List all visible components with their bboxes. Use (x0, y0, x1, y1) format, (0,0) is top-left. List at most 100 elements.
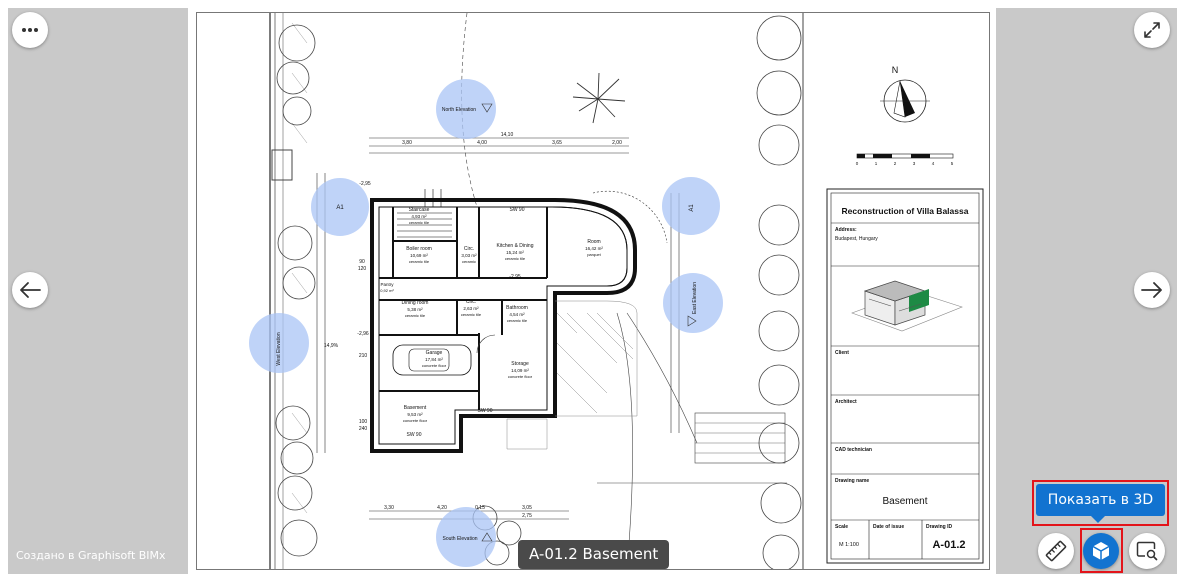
credit-text: Создано в Graphisoft BIMx (16, 549, 166, 562)
room-room-name: Room (587, 239, 600, 245)
fullscreen-button[interactable] (1134, 12, 1170, 48)
room-kitchen-name: Kitchen & Dining (497, 243, 534, 249)
project-title: Reconstruction of Villa Balassa (842, 206, 969, 216)
room-garage-name: Garage (426, 350, 443, 356)
dim-bot-a: 3,30 (384, 505, 394, 511)
room-staircase-finish: ceramic tile (409, 220, 430, 225)
drawing-id-value: A-01.2 (932, 539, 965, 551)
left-side-panel: Создано в Graphisoft BIMx (8, 8, 188, 574)
dim-sill-2: SW 90 (477, 408, 492, 414)
scale-tick-1: 1 (875, 161, 878, 166)
dim-top-d: 2,00 (612, 140, 622, 146)
dim-bot-d: 3,05 (522, 505, 532, 511)
previous-sheet-button[interactable] (12, 272, 48, 308)
room-room-finish: parquet (587, 252, 601, 257)
room-staircase-area: 4,93 m² (411, 214, 427, 219)
arrow-left-icon (19, 281, 41, 299)
scale-bar (856, 153, 954, 159)
room-pantry-area: 0,92 m² (380, 288, 394, 293)
date-label: Date of issue (873, 524, 904, 530)
room-garage-area: 17,84 m² (425, 357, 443, 362)
room-dining-name: Dining room (402, 300, 429, 306)
expand-icon (1143, 21, 1161, 39)
room-boiler-name: Boiler room (406, 246, 432, 252)
more-dots-icon (21, 27, 39, 33)
room-bathroom-finish: ceramic tile (507, 318, 528, 323)
elevation-west-marker[interactable]: West Elevation (249, 313, 309, 373)
dim-top-b: 4,00 (477, 140, 487, 146)
dim-level-2: -2,96 (357, 331, 369, 337)
address-label: Address: (835, 227, 857, 233)
elevation-north-marker[interactable]: North Elevation (436, 79, 496, 139)
more-options-button[interactable] (12, 12, 48, 48)
room-storage-area: 14,09 m² (511, 368, 529, 373)
elevation-west-label: West Elevation (276, 332, 282, 365)
scale-tick-5: 5 (951, 161, 954, 166)
room-circ1-finish: ceramic (462, 259, 476, 264)
right-side-panel (996, 8, 1177, 574)
dim-top-a: 3,80 (402, 140, 412, 146)
drawing-name-value: Basement (882, 496, 927, 507)
room-garage-finish: concrete floor (422, 363, 447, 368)
dim-total: 14,10 (501, 132, 514, 138)
zoom-to-area-button[interactable] (1129, 533, 1165, 569)
elevation-south-marker[interactable]: South Elevation (436, 507, 496, 567)
show-3d-button[interactable] (1083, 533, 1119, 569)
ruler-icon (1045, 540, 1067, 562)
room-kitchen-finish: ceramic tile (505, 256, 526, 261)
room-boiler-finish: ceramic tile (409, 259, 430, 264)
room-circ1-name: Circ. (464, 246, 474, 252)
client-label: Client (835, 350, 849, 356)
dim-bot-e: 2,75 (522, 513, 532, 519)
room-dining-finish: ceramic tile (405, 313, 426, 318)
tooltip-arrow (1091, 516, 1105, 523)
dim-small-3: 210 (359, 353, 368, 359)
dim-level-3: -2,95 (509, 274, 521, 280)
north-label: N (892, 65, 899, 75)
room-bathroom-name: Bathroom (506, 305, 528, 311)
drawing-sheet[interactable]: Staircase 4,93 m² ceramic tile Boiler ro… (196, 12, 990, 570)
dim-top-c: 3,65 (552, 140, 562, 146)
dim-small-5: 240 (359, 426, 368, 432)
dim-sill-1: SW 90 (509, 207, 524, 213)
room-bathroom-area: 4,54 m² (509, 312, 525, 317)
room-kitchen-area: 15,24 m² (506, 250, 524, 255)
room-circ1-area: 3,03 m² (461, 253, 477, 258)
architect-label: Architect (835, 399, 857, 405)
next-sheet-button[interactable] (1134, 272, 1170, 308)
arrow-right-icon (1141, 281, 1163, 299)
elevation-north-label: North Elevation (442, 107, 476, 113)
elevation-east-marker[interactable]: East Elevation (663, 273, 723, 333)
dim-bot-b: 4,20 (437, 505, 447, 511)
section-a1-left-marker[interactable]: A1 (311, 178, 369, 236)
room-boiler-area: 10,69 m² (410, 253, 428, 258)
room-storage-name: Storage (511, 361, 529, 367)
measure-button[interactable] (1038, 533, 1074, 569)
section-a1-right-marker[interactable]: A1 (662, 177, 720, 235)
cad-label: CAD technician (835, 447, 872, 453)
room-circ2-finish: ceramic tile (461, 312, 482, 317)
drawing-id-label: Drawing ID (926, 524, 953, 530)
building-3d-thumbnail (851, 280, 963, 332)
north-arrow: N (880, 65, 930, 123)
section-a1-left-label: A1 (336, 205, 344, 211)
room-dining-area: 5,38 m² (407, 307, 423, 312)
room-room-area: 16,42 m² (585, 246, 603, 251)
dim-level-1: -2,95 (359, 181, 371, 187)
dim-sill-3: SW 90 (406, 432, 421, 438)
sheet-name-label: A-01.2 Basement (518, 540, 670, 569)
scale-tick-0: 0 (856, 161, 859, 166)
scale-tick-2: 2 (894, 161, 897, 166)
room-circ2-name: Circ. (466, 299, 476, 305)
scale-tick-4: 4 (932, 161, 935, 166)
drawing-name-label: Drawing name (835, 478, 869, 484)
scale-label: Scale (835, 524, 848, 530)
dim-small-2: 120 (358, 266, 367, 272)
room-storage-finish: concrete floor (508, 374, 533, 379)
scale-value: M 1:100 (839, 542, 859, 548)
dim-small-1: 90 (359, 259, 365, 265)
screen-search-icon (1136, 541, 1158, 561)
room-basement-name: Basement (404, 405, 427, 411)
room-staircase-name: Staircase (409, 207, 430, 213)
room-pantry-name: Pantry (380, 282, 394, 287)
